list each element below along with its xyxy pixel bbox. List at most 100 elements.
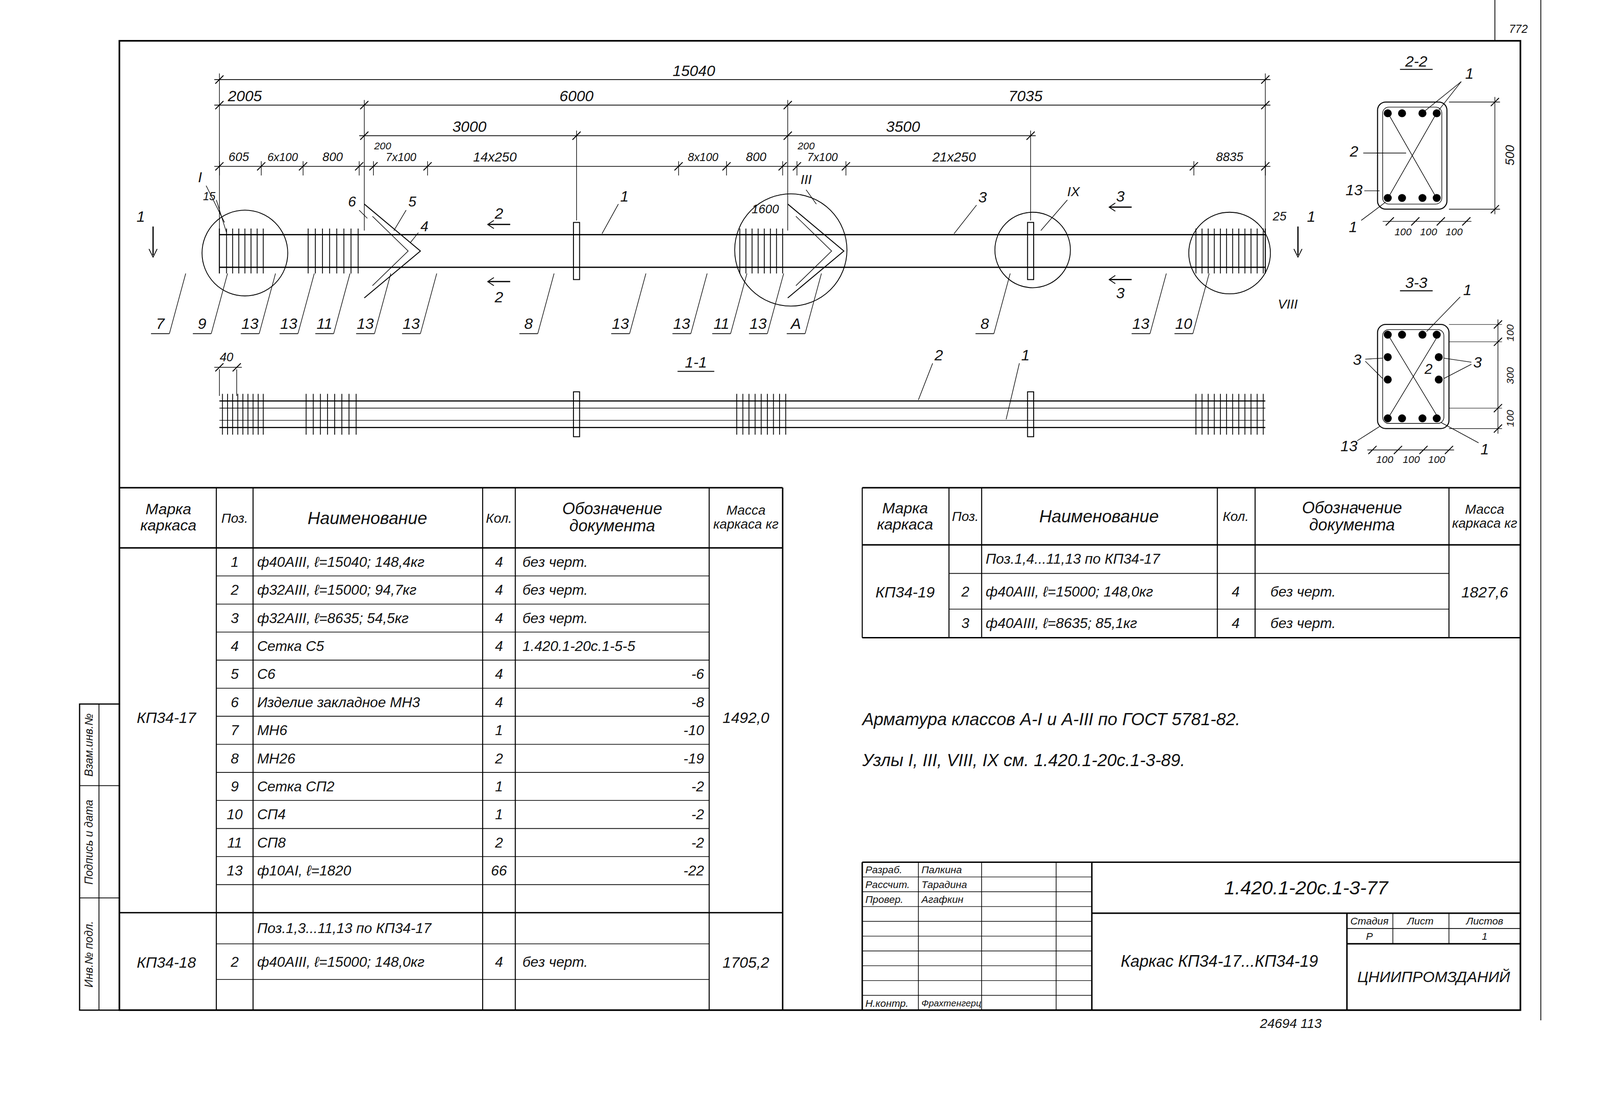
drawing-label: А (790, 315, 802, 332)
insert-plate (1293, 248, 1302, 257)
drawing-line (1232, 228, 1233, 274)
drawing-line (1232, 393, 1233, 435)
drawing-label: 100 (1402, 453, 1420, 465)
drawing-label: 100 (1445, 226, 1463, 238)
drawing-label: I (197, 170, 202, 185)
drawing-label: 1.420.1-20с.1-3-77 (1224, 878, 1389, 898)
drawing-line (313, 393, 314, 435)
outline (1382, 329, 1444, 424)
drawing-label: Изделие закладное МН3 (257, 695, 421, 710)
drawing-line (1393, 445, 1403, 454)
drawing-label: МН26 (257, 751, 296, 767)
drawing-line (216, 603, 710, 605)
drawing-label: Рассчит. (865, 878, 910, 890)
drawing-label: Р (1366, 931, 1373, 942)
drawing-line (1385, 217, 1394, 226)
drawing-line (1399, 290, 1433, 292)
drawing-line (611, 333, 630, 335)
drawing-label: 2 (494, 751, 503, 767)
drawing-line (219, 426, 1266, 428)
drawing-label: -22 (683, 863, 704, 879)
drawing-label: 2005 (228, 88, 263, 104)
drawing-line (262, 228, 264, 274)
drawing-line (1216, 487, 1218, 638)
drawing-line (1389, 337, 1437, 416)
drawing-line (975, 333, 995, 335)
drawing-label: 1600 (751, 202, 780, 216)
drawing-line (1363, 152, 1407, 154)
drawing-line (918, 363, 933, 400)
drawing-line (861, 487, 863, 638)
rebar-dot (1398, 414, 1406, 422)
drawing-label: КП34-18 (136, 954, 197, 970)
drawing-label: 4 (420, 219, 429, 234)
drawing-line (259, 273, 276, 334)
rebar-dot (1384, 109, 1392, 117)
drawing-label: 3 (978, 189, 987, 205)
drawing-line (394, 210, 407, 231)
drawing-label: 1.420.1-20с.1-5-5 (522, 639, 636, 654)
drawing-line (341, 393, 343, 435)
drawing-line (1238, 393, 1240, 435)
drawing-line (119, 911, 783, 914)
drawing-line (79, 784, 120, 786)
insert-plate (364, 204, 421, 299)
drawing-line (1214, 393, 1215, 435)
drawing-line (237, 393, 239, 435)
drawing-label: -8 (691, 695, 704, 710)
drawing-line (862, 544, 1521, 546)
drawing-line (1357, 426, 1380, 441)
drawing-line (862, 980, 1092, 981)
drawing-line (736, 393, 738, 435)
drawing-line (1448, 341, 1502, 342)
drawing-line (519, 333, 538, 335)
drawing-label: Масса каркаса кг (1451, 502, 1519, 531)
detail-circle (994, 212, 1071, 288)
drawing-label: 1 (494, 779, 503, 794)
drawing-label: 4 (1231, 584, 1240, 600)
drawing-label: 1 (1307, 208, 1316, 225)
drawing-line (1109, 206, 1132, 208)
rebar-dot (1384, 353, 1392, 361)
drawing-label: 1 (1349, 219, 1358, 235)
drawing-label: 3 (1353, 351, 1362, 367)
drawing-line (862, 905, 1092, 907)
drawing-line (773, 393, 775, 435)
drawing-line (214, 104, 1271, 106)
drawing-label: 24694 113 (1259, 1017, 1322, 1031)
drawing-line (216, 200, 227, 234)
outline (1377, 102, 1447, 210)
drawing-label: 8 (230, 751, 239, 767)
drawing-label: 1 (494, 723, 503, 738)
drawing-line (1193, 161, 1194, 176)
outline (119, 40, 1521, 1011)
drawing-label: 15040 (672, 62, 716, 79)
drawing-label: Поз. (951, 509, 979, 523)
drawing-line (1389, 116, 1435, 196)
drawing-label: 100 (1420, 226, 1438, 238)
drawing-label: ф40АIII, ℓ=15000; 148,0кг (257, 954, 425, 970)
drawing-line (514, 487, 516, 1010)
drawing-line (242, 393, 244, 435)
drawing-line (806, 189, 817, 205)
drawing-label: Разраб. (865, 864, 903, 875)
drawing-line (862, 935, 1092, 937)
drawing-line (1448, 487, 1450, 638)
drawing-line (770, 228, 771, 274)
drawing-line (336, 228, 338, 274)
drawing-line (745, 228, 747, 274)
drawing-label: 7x100 (385, 151, 417, 163)
drawing-line (219, 407, 1266, 409)
drawing-line (216, 799, 710, 801)
drawing-label: 4 (494, 667, 503, 682)
drawing-label: 13 (1132, 315, 1150, 332)
drawing-line (948, 487, 950, 638)
drawing-label: Узлы I, III, VIII, IX см. 1.420.1-20с.1-… (862, 751, 1186, 770)
drawing-line (215, 487, 217, 1010)
drawing-label: Сетка С5 (257, 639, 325, 654)
drawing-line (678, 161, 679, 176)
drawing-lines (79, 0, 1541, 1021)
drawing-line (151, 333, 170, 335)
drawing-line (152, 226, 154, 256)
